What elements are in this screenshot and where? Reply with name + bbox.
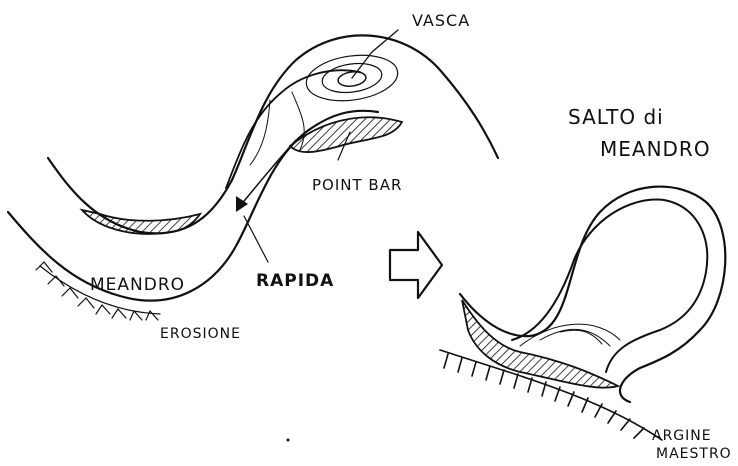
rapid-path-line [240, 140, 296, 206]
stray-dot [287, 439, 290, 442]
label-vasca: VASCA [412, 11, 470, 30]
transition-arrow [390, 232, 442, 298]
label-erosione: EROSIONE [160, 326, 241, 342]
lower-bend-deposit [82, 210, 200, 234]
label-meandro: MEANDRO [90, 275, 185, 295]
point-bar-deposit [290, 117, 402, 152]
label-salto-line1: SALTO di [568, 105, 664, 129]
label-salto-line2: MEANDRO [600, 137, 711, 161]
label-point-bar: POINT BAR [312, 176, 402, 194]
cutoff-deposit [462, 300, 618, 388]
inner-bank-line [48, 35, 498, 233]
rapida-leader-line [244, 216, 268, 262]
label-argine-line2: MAESTRO [656, 446, 732, 462]
label-rapida: RAPIDA [256, 271, 334, 291]
label-argine-line1: ARGINE [652, 428, 712, 444]
